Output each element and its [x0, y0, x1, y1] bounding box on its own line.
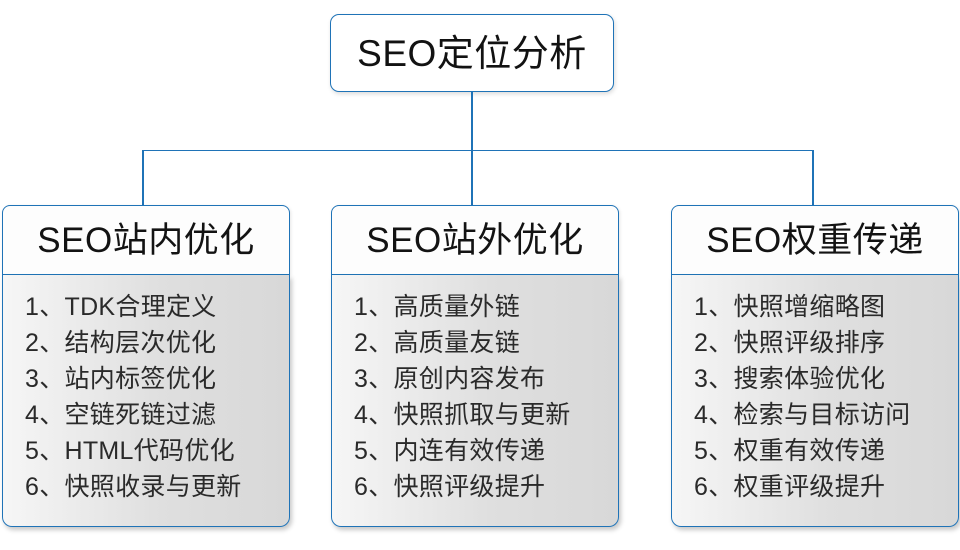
branch-3-list: 1、快照增缩略图 2、快照评级排序 3、搜索体验优化 4、检索与目标访问 5、权… — [671, 275, 959, 527]
connector-root-vertical — [471, 92, 473, 151]
list-item: 1、快照增缩略图 — [694, 293, 886, 321]
list-item: 4、空链死链过滤 — [25, 401, 217, 429]
list-item: 4、快照抓取与更新 — [354, 401, 571, 429]
list-item: 5、内连有效传递 — [354, 437, 546, 465]
list-item: 3、原创内容发布 — [354, 365, 546, 393]
branch-column-2: SEO站外优化 1、高质量外链 2、高质量友链 3、原创内容发布 4、快照抓取与… — [331, 205, 619, 527]
list-item: 6、快照收录与更新 — [25, 473, 242, 501]
list-item: 3、站内标签优化 — [25, 365, 217, 393]
list-item: 6、快照评级提升 — [354, 473, 546, 501]
branch-1-header[interactable]: SEO站内优化 — [2, 205, 290, 275]
branch-3-header[interactable]: SEO权重传递 — [671, 205, 959, 275]
list-item: 1、高质量外链 — [354, 293, 521, 321]
list-item: 6、权重评级提升 — [694, 473, 886, 501]
list-item: 5、权重有效传递 — [694, 437, 886, 465]
connector-horizontal-bus — [142, 149, 813, 152]
list-item: 2、快照评级排序 — [694, 329, 886, 357]
branch-column-3: SEO权重传递 1、快照增缩略图 2、快照评级排序 3、搜索体验优化 4、检索与… — [671, 205, 959, 527]
connector-branch-3-vertical — [812, 150, 814, 206]
branch-3-header-label: SEO权重传递 — [706, 220, 924, 260]
branch-2-list: 1、高质量外链 2、高质量友链 3、原创内容发布 4、快照抓取与更新 5、内连有… — [331, 275, 619, 527]
list-item: 3、搜索体验优化 — [694, 365, 886, 393]
list-item: 1、TDK合理定义 — [25, 293, 217, 321]
branch-1-header-label: SEO站内优化 — [37, 220, 255, 260]
branch-2-header[interactable]: SEO站外优化 — [331, 205, 619, 275]
branch-2-header-label: SEO站外优化 — [366, 220, 584, 260]
connector-branch-1-vertical — [142, 150, 144, 206]
root-node-label: SEO定位分析 — [357, 32, 587, 74]
list-item: 5、HTML代码优化 — [25, 437, 235, 465]
branch-column-1: SEO站内优化 1、TDK合理定义 2、结构层次优化 3、站内标签优化 4、空链… — [2, 205, 290, 527]
list-item: 2、结构层次优化 — [25, 329, 217, 357]
list-item: 2、高质量友链 — [354, 329, 521, 357]
branch-1-list: 1、TDK合理定义 2、结构层次优化 3、站内标签优化 4、空链死链过滤 5、H… — [2, 275, 290, 527]
root-node[interactable]: SEO定位分析 — [330, 14, 614, 92]
connector-branch-2-vertical — [471, 150, 473, 206]
list-item: 4、检索与目标访问 — [694, 401, 911, 429]
